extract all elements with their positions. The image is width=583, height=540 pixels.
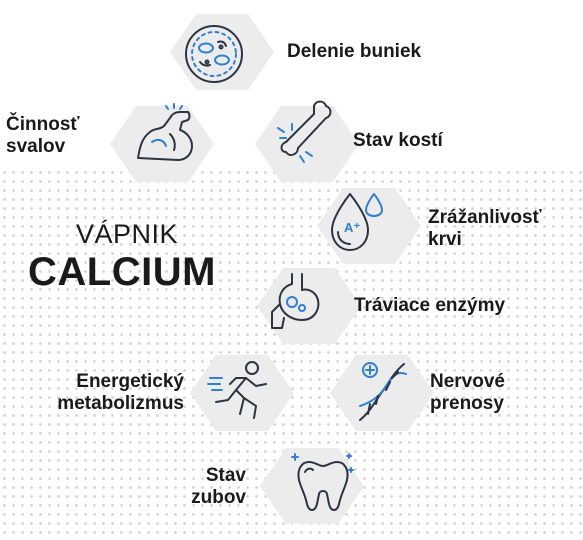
dna-icon (346, 356, 418, 428)
hex-stomach (257, 268, 361, 344)
hex-tooth (260, 448, 364, 524)
stomach-icon (262, 268, 334, 340)
title-vapnik: VÁPNIK (76, 219, 179, 249)
label-energy-metabolism: Energetický metabolizmus (57, 371, 184, 414)
blood-drop-icon: A⁺ (320, 186, 392, 258)
label-blood-clotting: Zrážanlivosť krvi (428, 207, 542, 250)
running-person-icon (206, 356, 278, 428)
tooth-icon (287, 448, 359, 520)
hex-bone (255, 106, 359, 182)
bone-icon (270, 96, 342, 168)
label-muscle-activity: Činnosť svalov (6, 114, 80, 157)
blood-type-text: A⁺ (344, 220, 360, 235)
label-digestive-enzymes: Tráviace enzýmy (354, 295, 506, 316)
label-bone-health: Stav kostí (353, 130, 443, 151)
cell-division-icon (178, 18, 250, 90)
label-teeth-health: Stav zubov (191, 465, 246, 508)
label-nerve-transmission: Nervové prenosy (430, 371, 505, 414)
label-cell-division: Delenie buniek (287, 41, 422, 62)
muscle-arm-icon (130, 100, 202, 172)
title-calcium: CALCIUM (28, 250, 216, 294)
